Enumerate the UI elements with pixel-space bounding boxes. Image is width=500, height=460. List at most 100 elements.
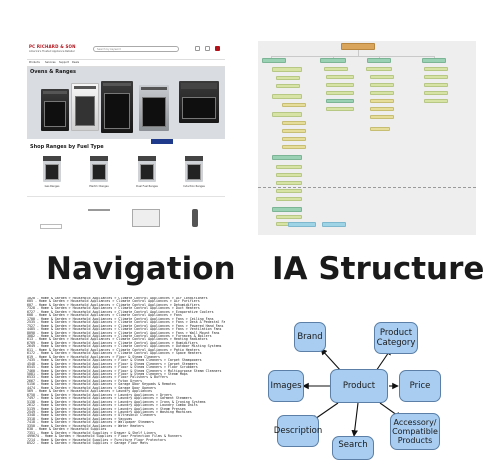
- taxonomy-line: 8090 - Home & Garden > Household Applian…: [27, 330, 220, 335]
- taxonomy-line: 607 - Home & Garden > Household Applianc…: [27, 302, 200, 307]
- ia-node: [326, 91, 354, 95]
- taxonomy-line: 630 - Home & Garden > Household Supplies: [27, 427, 107, 432]
- taxonomy-line: 619 - Home & Garden > Household Applianc…: [27, 354, 160, 359]
- ia-node: [282, 121, 306, 125]
- taxonomy-line: 5138 - Home & Garden > Household Applian…: [27, 399, 206, 404]
- taxonomy-line: 613 - Home & Garden > Household Applianc…: [27, 337, 208, 342]
- taxonomy-line: 3082 - Home & Garden > Household Applian…: [27, 333, 212, 338]
- banner-title: Ovens & Ranges: [30, 69, 77, 75]
- ia-node: [424, 75, 448, 79]
- ia-level1-node: [422, 58, 446, 63]
- taxonomy-line: 7527 - Home & Garden > Household Applian…: [27, 323, 225, 328]
- store-icon: [205, 46, 210, 51]
- ia-node: [276, 181, 302, 185]
- taxonomy-line: 7435 - Home & Garden > Household Applian…: [27, 358, 202, 363]
- accessory-image: [192, 209, 198, 227]
- ia-node: [370, 75, 394, 79]
- site-nav-item: Support: [59, 61, 69, 64]
- product-image: [43, 156, 61, 182]
- taxonomy-list: 1020 - Home & Garden > Household Applian…: [27, 297, 225, 454]
- taxonomy-line: 2612 - Home & Garden > Household Applian…: [27, 403, 198, 408]
- taxonomy-line: 6545 - Home & Garden > Household Applian…: [27, 365, 198, 370]
- taxonomy-line: 6533 - Home & Garden > Household Applian…: [27, 375, 168, 380]
- site-tagline: America's Trusted Appliance Retailer: [29, 50, 75, 53]
- ia-level1-node: [367, 58, 391, 63]
- taxonomy-line: 605 - Home & Garden > Household Applianc…: [27, 299, 200, 304]
- images-node: Images: [268, 370, 304, 402]
- search-node: Search: [332, 436, 374, 460]
- ia-node: [276, 84, 300, 88]
- accessory-image: [88, 209, 110, 211]
- taxonomy-line: 6727 - Home & Garden > Household Applian…: [27, 309, 214, 314]
- taxonomy-line: 3318 - Home & Garden > Household Applian…: [27, 416, 133, 421]
- taxonomy-line: 4474 - Home & Garden > Household Applian…: [27, 385, 157, 390]
- ia-node: [370, 83, 394, 87]
- ia-node: [272, 207, 302, 212]
- product-concept-diagram: Brand Product Category Images Product Pr…: [268, 318, 450, 460]
- taxonomy-line: 6709 - Home & Garden > Household Applian…: [27, 340, 198, 345]
- ia-node: [324, 67, 348, 71]
- taxonomy-line: 2667 - Home & Garden > Household Applian…: [27, 378, 143, 383]
- taxonomy-line: 7497 - Home & Garden > Household Applian…: [27, 396, 192, 401]
- edge-product-search: [351, 402, 359, 437]
- ia-level1-node: [320, 58, 346, 63]
- taxonomy-line: 7328 - Home & Garden > Household Applian…: [27, 306, 200, 311]
- ia-node: [370, 115, 394, 119]
- ia-node: [282, 129, 306, 133]
- taxonomy-line: 5081 - Home & Garden > Household Applian…: [27, 371, 188, 376]
- banner-cta-button: [151, 139, 173, 144]
- ia-node: [370, 99, 394, 103]
- accessory-compatible-node: Accessory/ Compatible Products: [390, 413, 440, 450]
- taxonomy-line: 2535 - Home & Garden > Household Applian…: [27, 320, 225, 325]
- taxonomy-line: 7351 - Home & Garden > Household Supplie…: [27, 430, 157, 435]
- product-image: [90, 156, 108, 182]
- ia-sitemap: [258, 41, 476, 235]
- taxonomy-line: 7418 - Home & Garden > Household Applian…: [27, 420, 155, 425]
- taxonomy-line: 608 - Home & Garden > Household Applianc…: [27, 313, 182, 318]
- product-node: Product: [330, 369, 388, 403]
- range-image: [41, 89, 69, 131]
- site-nav-item: Deals: [72, 61, 79, 64]
- ia-node: [282, 103, 306, 107]
- taxonomy-line: 5156 - Home & Garden > Household Applian…: [27, 382, 176, 387]
- ia-node: [272, 155, 302, 160]
- ia-structure-heading: IA Structure: [272, 251, 485, 287]
- section-title: Shop Ranges by Fuel Type: [30, 144, 104, 150]
- taxonomy-line: 2649 - Home & Garden > Household Applian…: [27, 344, 222, 349]
- ia-node: [370, 91, 394, 95]
- product-label: Gas Ranges: [44, 185, 60, 188]
- ia-node: [272, 94, 302, 99]
- ia-root-node: [341, 43, 375, 50]
- price-node: Price: [399, 370, 441, 402]
- ia-node: [276, 165, 302, 169]
- website-screenshot: PC RICHARD & SON America's Trusted Appli…: [27, 41, 225, 231]
- site-nav-bar: Products Services Support Deals: [27, 59, 225, 67]
- ia-utility-node: [288, 222, 316, 227]
- brand-node: Brand: [294, 322, 326, 352]
- ia-node: [370, 127, 390, 131]
- ia-node: [366, 67, 392, 71]
- ia-utility-node: [322, 222, 346, 227]
- accessory-image: [40, 224, 62, 229]
- description-node: Description: [274, 415, 322, 447]
- ia-node: [424, 67, 448, 71]
- taxonomy-line: 611 - Home & Garden > Household Applianc…: [27, 347, 200, 352]
- product-label: Induction Ranges: [183, 185, 205, 188]
- ia-node: [424, 83, 448, 87]
- product-label: Electric Ranges: [89, 185, 109, 188]
- site-nav-item: Products: [29, 61, 40, 64]
- product-image: [138, 156, 156, 182]
- edge-product-brand: [320, 348, 342, 372]
- taxonomy-line: 2549 - Home & Garden > Household Applian…: [27, 409, 192, 414]
- ia-divider: [258, 187, 476, 188]
- ia-node: [326, 99, 354, 103]
- taxonomy-line: 5139 - Home & Garden > Household Applian…: [27, 406, 186, 411]
- taxonomy-line: 569 - Home & Garden > Household Applianc…: [27, 389, 153, 394]
- ia-node: [276, 189, 302, 193]
- ia-node: [424, 91, 448, 95]
- ia-node: [276, 173, 302, 177]
- taxonomy-line: 6750 - Home & Garden > Household Applian…: [27, 392, 172, 397]
- taxonomy-line: 8522 - Home & Garden > Household Supplie…: [27, 441, 149, 446]
- site-search-input: Search by keyword: [93, 46, 179, 52]
- taxonomy-line: 3348 - Home & Garden > Household Applian…: [27, 413, 157, 418]
